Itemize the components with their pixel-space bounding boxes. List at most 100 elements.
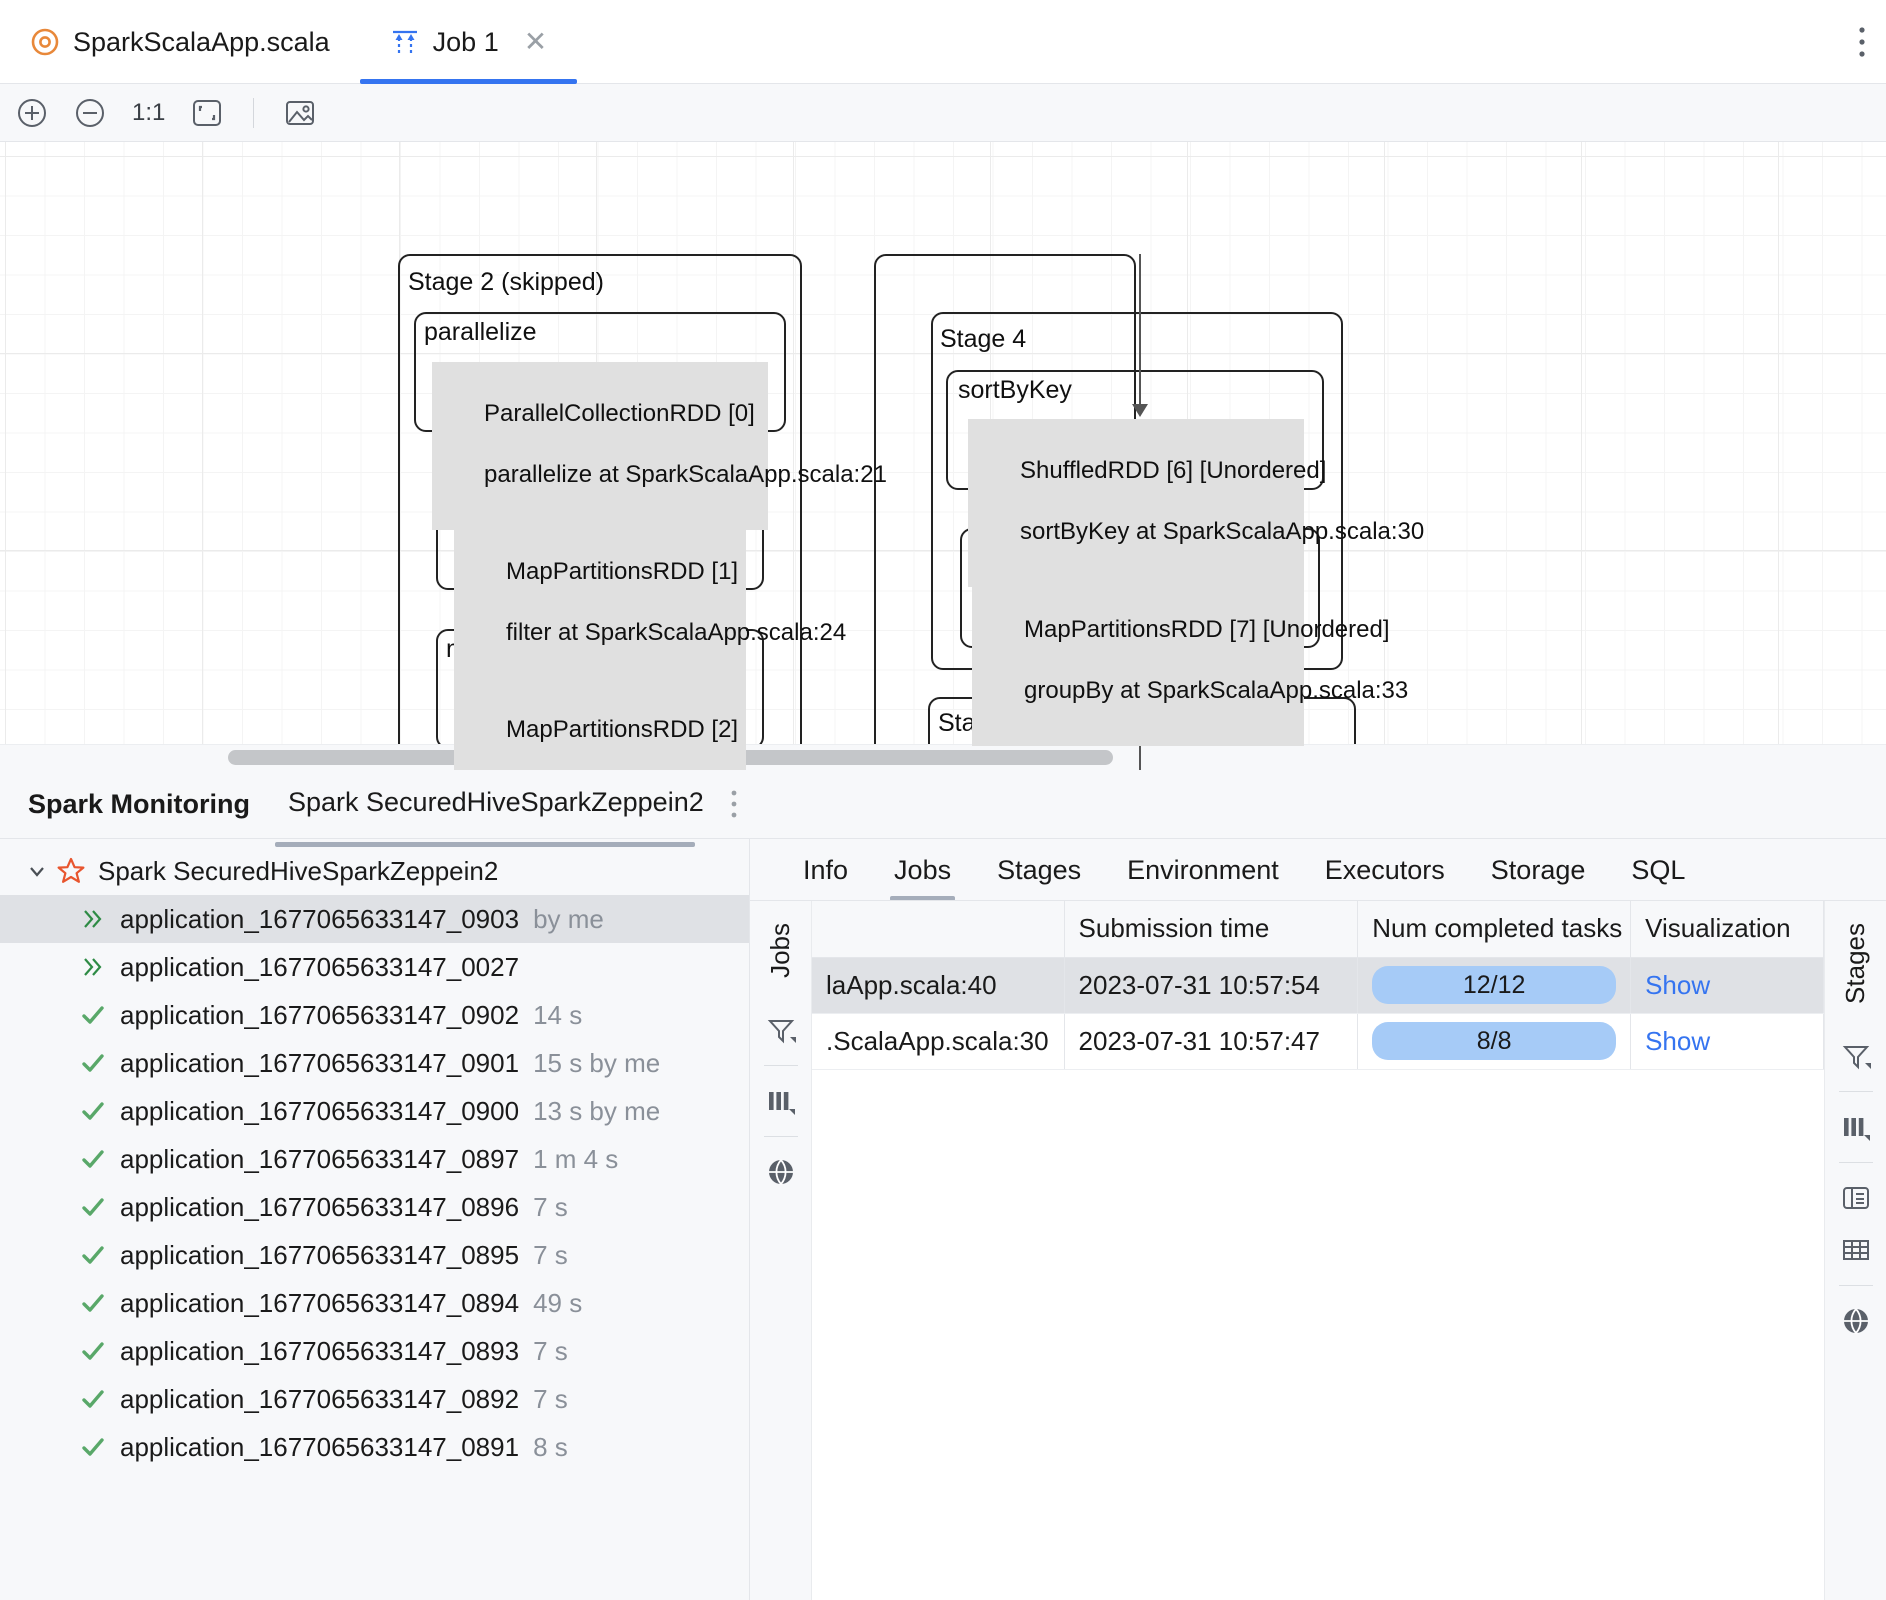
detail-main-area: Jobs [750, 901, 1886, 1600]
kebab-menu-icon [1859, 27, 1865, 57]
success-check-icon [78, 1098, 108, 1124]
job-graph-canvas[interactable]: Stage 2 (skipped) parallelize ParallelCo… [0, 142, 1886, 770]
panel-more-options-button[interactable] [730, 789, 738, 819]
stage-label: Stage 2 (skipped) [408, 268, 604, 296]
tree-item-meta: 15 s by me [533, 1047, 661, 1078]
running-icon [78, 906, 108, 932]
jobs-side-toolbar: Jobs [750, 901, 812, 1600]
tab-stages[interactable]: Stages [997, 854, 1082, 885]
table-row[interactable]: laApp.scala:40 2023-07-31 10:57:54 12/12… [812, 957, 1824, 1014]
columns-button[interactable] [755, 1075, 807, 1127]
editor-more-options-button[interactable] [1838, 0, 1886, 84]
rdd-line2: sortByKey at SparkScalaApp.scala:30 [1020, 518, 1425, 546]
rdd-node[interactable]: MapPartitionsRDD [2] map at SparkScalaAp… [454, 678, 746, 770]
tree-item-application[interactable]: application_1677065633147_0896 7 s [0, 1183, 749, 1231]
toolbar-divider [1838, 1284, 1873, 1286]
export-image-button[interactable] [282, 95, 318, 131]
operation-label: parallelize [424, 318, 537, 346]
tree-item-application[interactable]: application_1677065633147_0892 7 s [0, 1375, 749, 1423]
cell-num-completed-tasks: 8/8 [1357, 1013, 1632, 1070]
fit-content-button[interactable] [189, 95, 225, 131]
tree-root-node[interactable]: Spark SecuredHiveSparkZeppein2 [0, 847, 749, 895]
tab-storage[interactable]: Storage [1490, 854, 1586, 885]
tree-item-label: application_1677065633147_0894 [120, 1287, 520, 1318]
tab-environment[interactable]: Environment [1127, 854, 1279, 885]
tree-item-meta: 7 s [533, 1383, 568, 1414]
graph-horizontal-scrollbar[interactable] [0, 744, 1886, 770]
tree-item-meta: 49 s [533, 1287, 583, 1318]
tree-item-application[interactable]: application_1677065633147_0901 15 s by m… [0, 1039, 749, 1087]
tab-executors[interactable]: Executors [1324, 854, 1445, 885]
column-header-submission-time[interactable]: Submission time [1064, 901, 1359, 958]
application-detail-panel: Info Jobs Stages Environment Executors S… [750, 839, 1886, 1600]
toolbar-divider [1838, 1090, 1873, 1092]
zoom-in-button[interactable] [14, 95, 50, 131]
success-check-icon [78, 1434, 108, 1460]
rdd-node[interactable]: MapPartitionsRDD [1] filter at SparkScal… [454, 520, 846, 689]
rdd-node[interactable]: ParallelCollectionRDD [0] parallelize at… [432, 362, 887, 531]
graph-toolbar: 1:1 [0, 84, 1886, 142]
success-check-icon [78, 1338, 108, 1364]
tab-sql[interactable]: SQL [1631, 854, 1686, 885]
success-check-icon [78, 1290, 108, 1316]
tree-item-application[interactable]: application_1677065633147_0900 13 s by m… [0, 1087, 749, 1135]
columns-button[interactable] [1830, 1101, 1882, 1153]
scala-file-icon [30, 27, 60, 57]
column-header-num-completed-tasks[interactable]: Num completed tasks [1357, 901, 1632, 958]
editor-tab-job1[interactable]: Job 1 ✕ [359, 0, 578, 84]
actual-size-button[interactable]: 1:1 [132, 99, 166, 126]
tab-info[interactable]: Info [803, 854, 849, 885]
toolbar-divider [763, 1064, 798, 1066]
tree-item-label: application_1677065633147_0900 [120, 1095, 520, 1126]
tree-item-meta: 7 s [533, 1191, 568, 1222]
filter-button[interactable] [1830, 1030, 1882, 1082]
jobs-table: Submission time Num completed tasks Visu… [812, 901, 1824, 1070]
tree-item-application[interactable]: application_1677065633147_0897 1 m 4 s [0, 1135, 749, 1183]
rdd-line1: MapPartitionsRDD [1] [506, 558, 739, 586]
tasks-progress-bar: 8/8 [1372, 1022, 1617, 1060]
column-header-visualization[interactable]: Visualization [1630, 901, 1824, 958]
rdd-node[interactable]: ShuffledRDD [6] [Unordered] sortByKey at… [968, 419, 1424, 588]
session-tab[interactable]: Spark SecuredHiveSparkZeppein2 [288, 786, 704, 817]
toolbar-divider [253, 98, 255, 128]
tree-item-label: application_1677065633147_0892 [120, 1383, 520, 1414]
spark-monitoring-header: Spark Monitoring Spark SecuredHiveSparkZ… [0, 770, 1886, 847]
zoom-out-button[interactable] [72, 95, 108, 131]
filter-button[interactable] [755, 1004, 807, 1056]
tasks-progress-bar: 12/12 [1372, 966, 1617, 1004]
panel-title: Spark Monitoring [28, 788, 250, 819]
tree-item-application[interactable]: application_1677065633147_0902 14 s [0, 991, 749, 1039]
tree-item-application[interactable]: application_1677065633147_0894 49 s [0, 1279, 749, 1327]
open-in-browser-button[interactable] [1830, 1295, 1882, 1347]
detail-view-button[interactable] [1830, 1172, 1882, 1224]
show-visualization-link[interactable]: Show [1645, 969, 1711, 1000]
editor-tab-sparkscalaapp[interactable]: SparkScalaApp.scala [0, 0, 360, 84]
tree-item-application[interactable]: application_1677065633147_0895 7 s [0, 1231, 749, 1279]
column-header-description[interactable] [812, 901, 1065, 958]
tree-item-application[interactable]: application_1677065633147_0903 by me [0, 895, 749, 943]
rdd-node[interactable]: MapPartitionsRDD [7] [Unordered] groupBy… [972, 578, 1408, 747]
tree-item-application[interactable]: application_1677065633147_0891 8 s [0, 1423, 749, 1471]
table-view-button[interactable] [1830, 1224, 1882, 1276]
tree-item-label: application_1677065633147_0893 [120, 1335, 520, 1366]
tree-item-application[interactable]: application_1677065633147_0027 [0, 943, 749, 991]
show-visualization-link[interactable]: Show [1645, 1025, 1711, 1056]
tree-item-meta: 1 m 4 s [533, 1143, 619, 1174]
export-image-icon [286, 101, 315, 125]
editor-tab-label: Job 1 [432, 26, 499, 57]
tree-item-label: application_1677065633147_0903 [120, 903, 520, 934]
rdd-line1: ShuffledRDD [6] [Unordered] [1020, 457, 1327, 485]
chevron-down-icon[interactable] [24, 860, 50, 882]
rdd-line1: MapPartitionsRDD [7] [Unordered] [1024, 616, 1390, 644]
toolbar-divider [763, 1135, 798, 1137]
tree-item-label: application_1677065633147_0896 [120, 1191, 520, 1222]
table-row[interactable]: .ScalaApp.scala:30 2023-07-31 10:57:47 8… [812, 1013, 1824, 1070]
tab-jobs[interactable]: Jobs [871, 839, 974, 901]
jobs-table-container[interactable]: Submission time Num completed tasks Visu… [812, 901, 1824, 1600]
tree-item-label: application_1677065633147_0902 [120, 999, 520, 1030]
tree-item-application[interactable]: application_1677065633147_0893 7 s [0, 1327, 749, 1375]
tree-item-label: application_1677065633147_0891 [120, 1431, 520, 1462]
applications-tree[interactable]: Spark SecuredHiveSparkZeppein2 applicati… [0, 839, 750, 1600]
close-icon[interactable]: ✕ [523, 26, 548, 57]
open-in-browser-button[interactable] [755, 1146, 807, 1198]
